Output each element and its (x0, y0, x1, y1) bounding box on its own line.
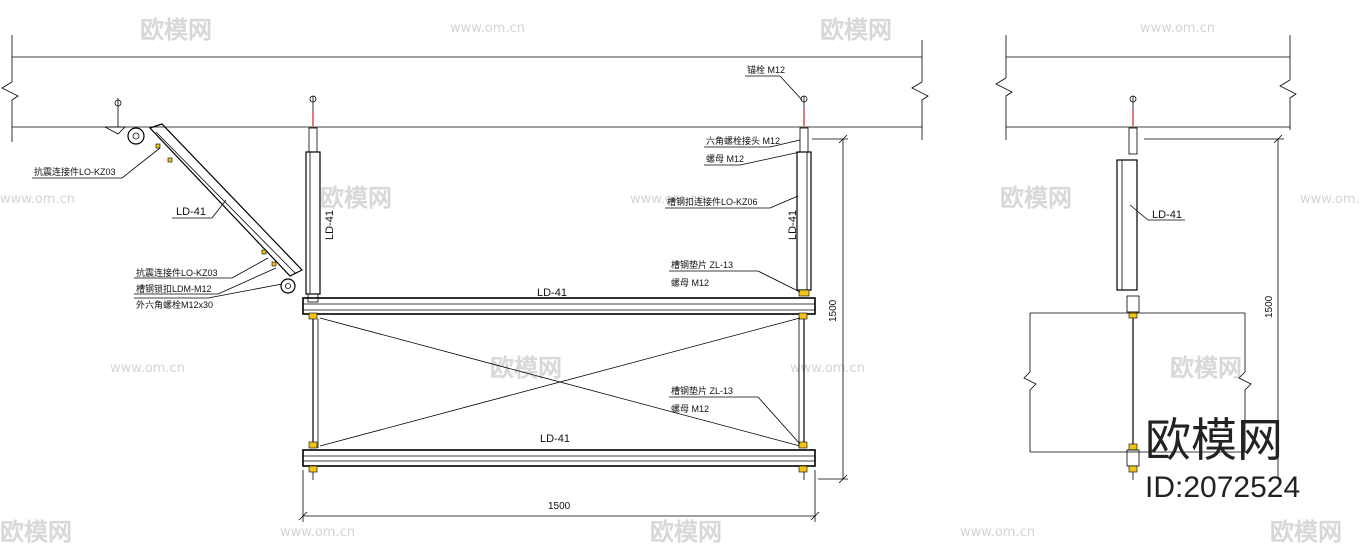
callout-washer-lower: 槽钢垫片 ZL-13 (671, 385, 733, 396)
side-member-label: LD-41 (1129, 204, 1185, 221)
watermark-brand: 欧模网 (1170, 354, 1242, 382)
watermark-site: www.om.cn (630, 192, 705, 207)
ceiling-slab (1, 35, 929, 142)
diagonal-brace (104, 98, 303, 294)
callout-brace-conn-bottom: 抗震连接件LO-KZ03 (136, 267, 218, 278)
side-view-hanger (1116, 95, 1140, 480)
member-labels: LD-41 LD-41 LD-41 LD-41 LD-41 (172, 199, 799, 445)
watermark-brand: 欧模网 (490, 354, 562, 382)
callout-nut-top: 螺母 M12 (706, 154, 744, 164)
watermark-brand: 欧模网 (820, 16, 892, 44)
brand-stamp: 欧模网 ID:2072524 (1145, 413, 1300, 504)
side-dimension-height: 1500 (1144, 134, 1284, 479)
dimension-height-label: 1500 (828, 299, 839, 322)
watermark-site: www.om.cn (0, 192, 75, 207)
callout-hex-coupler: 六角螺栓接头 M12 (706, 135, 780, 146)
watermark-site: www.om.cn (790, 361, 865, 376)
dimension-width-label: 1500 (548, 501, 571, 512)
dimension-width: 1500 (298, 470, 820, 522)
bottom-beam (302, 449, 816, 480)
label-side-member: LD-41 (1152, 209, 1182, 221)
callout-brace-conn-top: 抗震连接件LO-KZ03 (34, 166, 116, 177)
watermark-brand: 欧模网 (650, 518, 722, 544)
right-vertical-hanger (796, 95, 812, 297)
side-dimension-height-label: 1500 (1264, 295, 1275, 318)
callout-washer-upper: 槽钢垫片 ZL-13 (671, 259, 733, 270)
side-view-slab (995, 35, 1297, 140)
watermark-site: www.om.cn (960, 525, 1035, 540)
watermark-brand: 欧模网 (140, 16, 212, 44)
label-bottom-beam: LD-41 (540, 433, 570, 445)
watermark-brand: 欧模网 (1270, 518, 1342, 544)
side-view-duct-section (1023, 312, 1252, 453)
watermark-site: www.om.cn (1300, 192, 1360, 207)
callout-channel-conn: 槽钢扣连接件LO-KZ06 (667, 196, 758, 207)
top-beam (302, 297, 816, 320)
callout-anchor-bolt: 锚栓 M12 (747, 64, 785, 75)
left-callouts: 抗震连接件LO-KZ03 抗震连接件LO-KZ03 槽钢锁扣LDM-M12 外六… (32, 147, 283, 310)
frame-rods (308, 317, 808, 449)
left-vertical-hanger (305, 95, 321, 303)
watermark-brand: 欧模网 (0, 518, 72, 544)
callout-nut-lower: 螺母 M12 (671, 404, 709, 414)
watermark-brand: 欧模网 (320, 184, 392, 212)
watermark-site: www.om.cn (280, 525, 355, 540)
dimension-height: 1500 (812, 134, 848, 484)
label-right-vertical: LD-41 (787, 210, 799, 240)
label-top-beam: LD-41 (537, 287, 567, 299)
callout-nut-upper: 螺母 M12 (671, 278, 709, 288)
callout-bolt-ldm: 槽钢锁扣LDM-M12 (136, 283, 212, 294)
label-left-vertical: LD-41 (324, 210, 336, 240)
right-callouts: 锚栓 M12 六角螺栓接头 M12 螺母 M12 槽钢扣连接件LO-KZ06 槽… (665, 64, 803, 445)
watermark-site: www.om.cn (450, 21, 525, 36)
brand-stamp-id: ID:2072524 (1145, 471, 1300, 504)
label-diagonal: LD-41 (176, 206, 206, 218)
watermark-brand: 欧模网 (1000, 184, 1072, 212)
callout-hex-bolt: 外六角螺栓M12x30 (136, 299, 213, 310)
brand-stamp-name: 欧模网 (1145, 413, 1283, 467)
watermark-layer: 欧模网 www.om.cn 欧模网 www.om.cn www.om.cn 欧模… (0, 16, 1360, 544)
watermark-site: www.om.cn (110, 361, 185, 376)
watermark-site: www.om.cn (1140, 21, 1215, 36)
